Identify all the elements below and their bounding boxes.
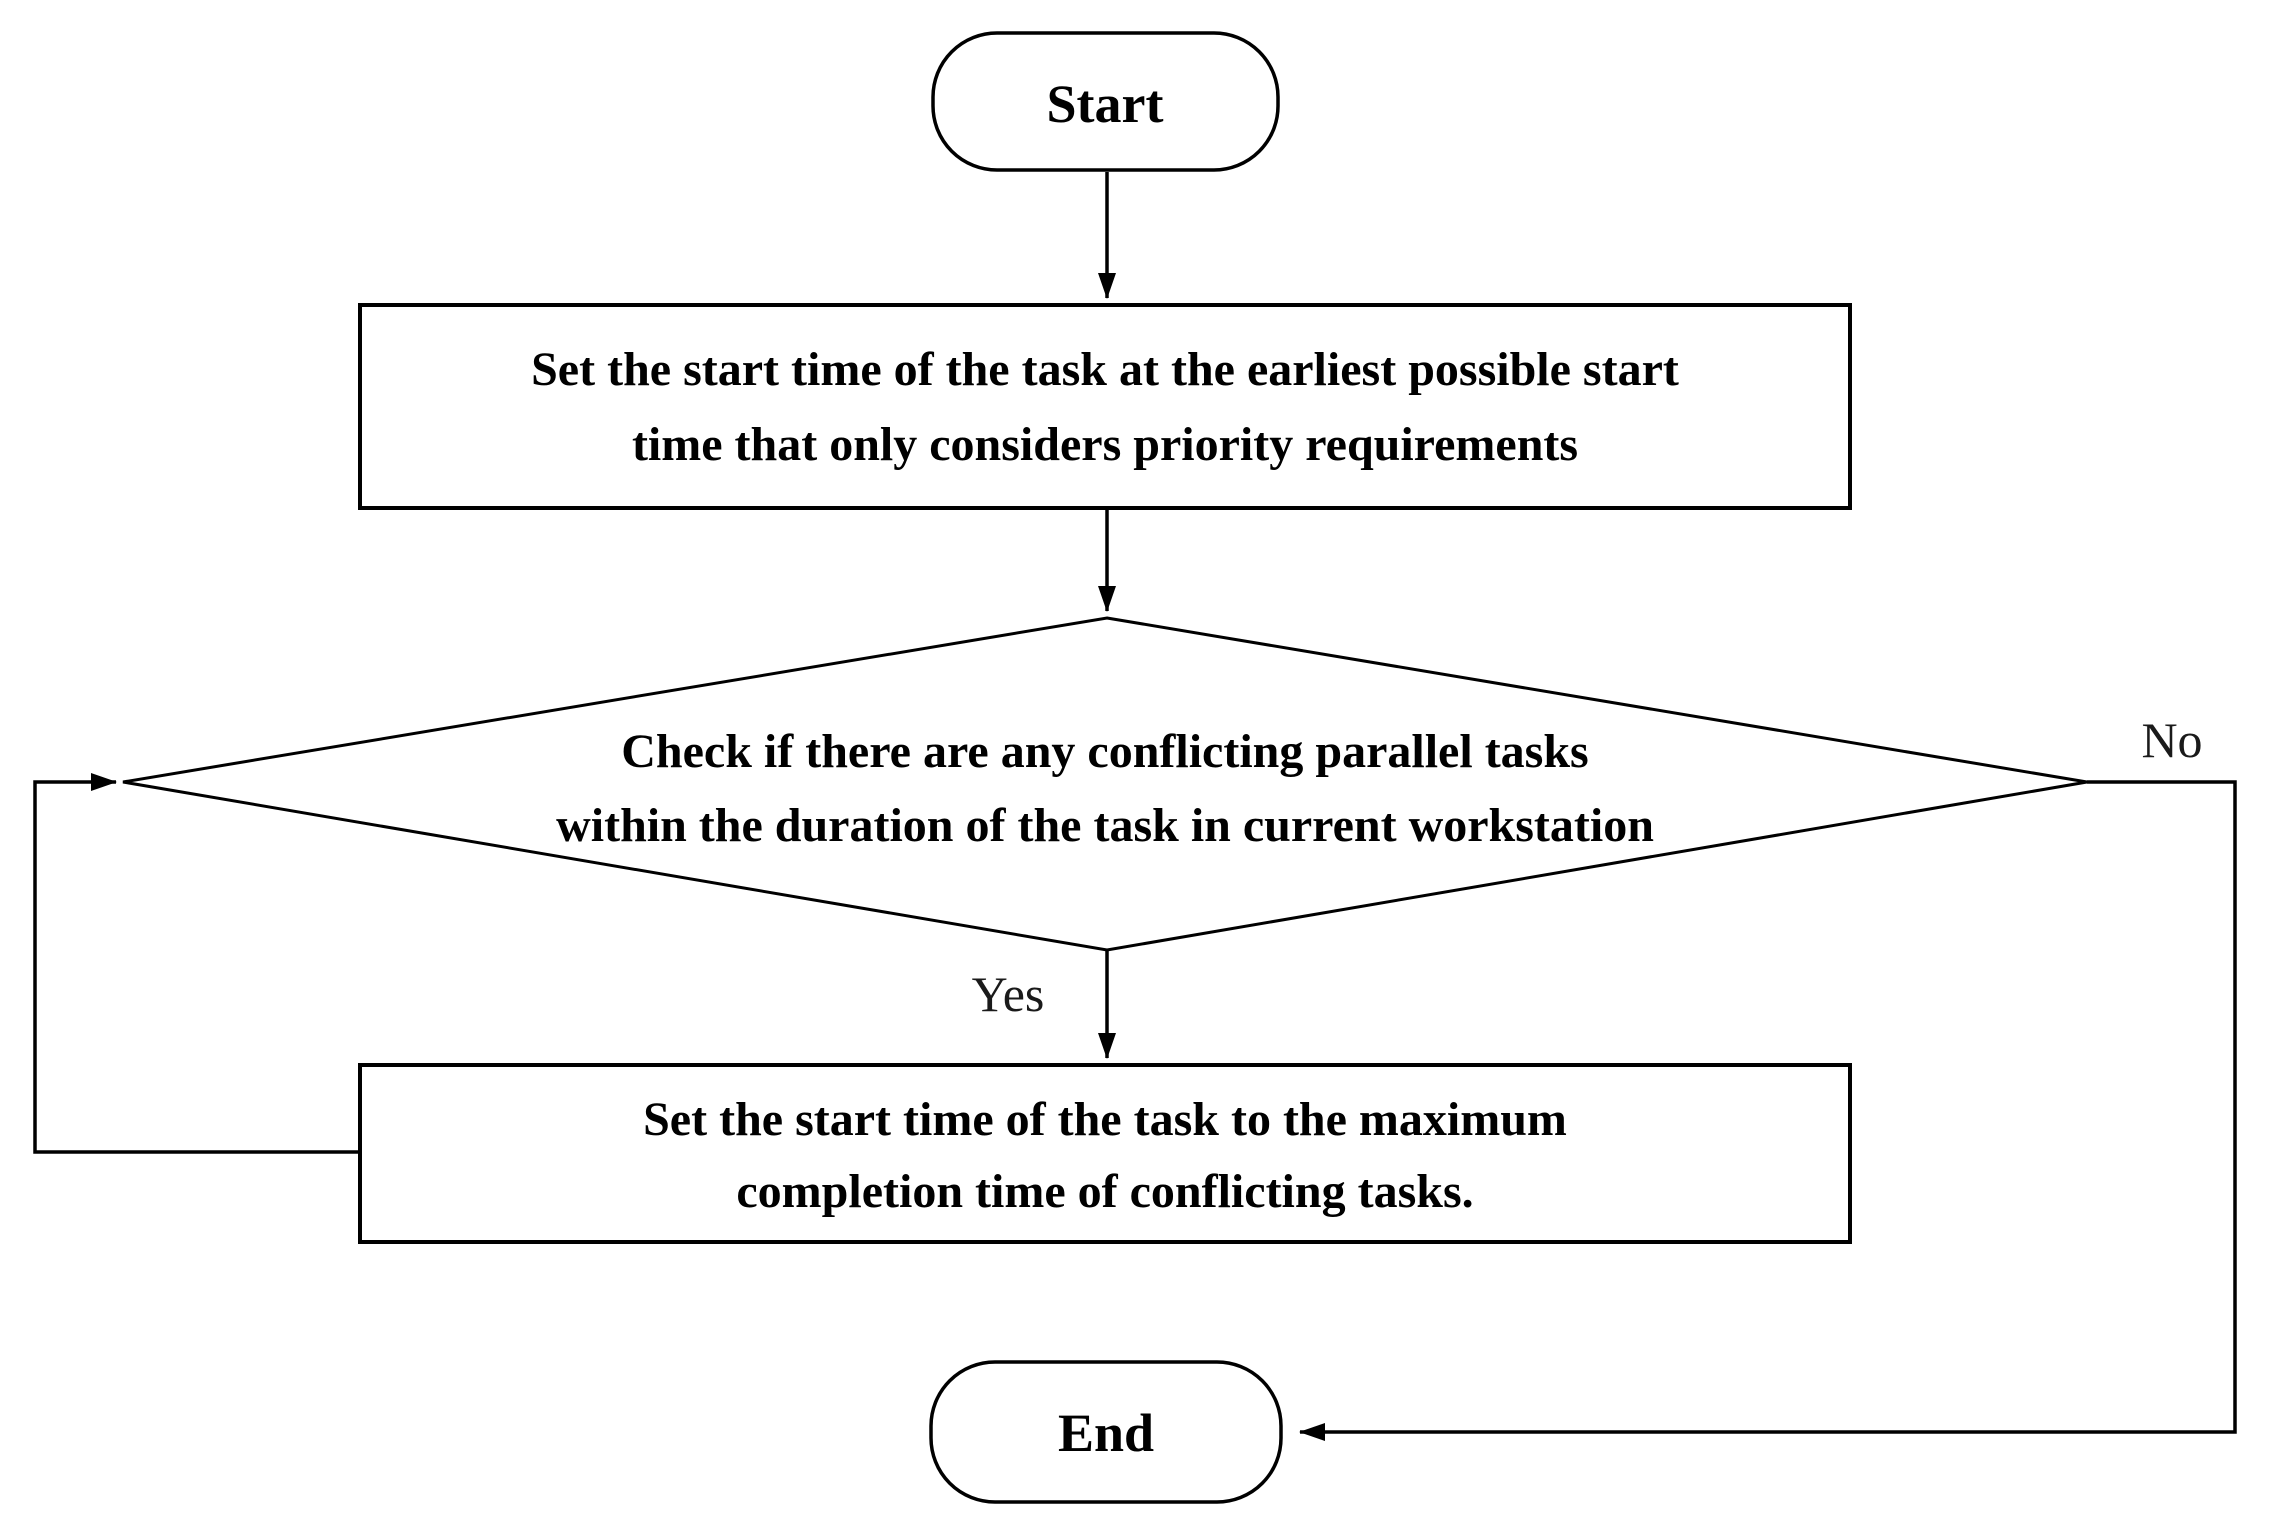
process1-text-line1: Set the start time of the task at the ea… <box>531 343 1679 396</box>
decision-text-line1: Check if there are any conflicting paral… <box>621 725 1588 778</box>
process1-text-line2: time that only considers priority requir… <box>632 418 1578 471</box>
process2-text-line2: completion time of conflicting tasks. <box>736 1165 1473 1218</box>
yes-edge-label: Yes <box>972 966 1045 1022</box>
decision-text-line2: within the duration of the task in curre… <box>556 799 1654 852</box>
no-edge-label: No <box>2141 712 2202 768</box>
start-terminator-label: Start <box>1047 74 1164 134</box>
process2-text-line1: Set the start time of the task to the ma… <box>643 1093 1567 1146</box>
process1-box <box>358 303 1852 510</box>
end-terminator-label: End <box>1058 1403 1154 1463</box>
decision-diamond-shape <box>122 616 2088 952</box>
end-terminator-shape <box>929 1360 1283 1504</box>
edge-process2-loopback-to-decision-arrow <box>33 773 360 1154</box>
process2-box <box>358 1063 1852 1244</box>
start-terminator-shape <box>931 31 1280 172</box>
edge-decision-no-to-end-arrow <box>1299 780 2237 1441</box>
